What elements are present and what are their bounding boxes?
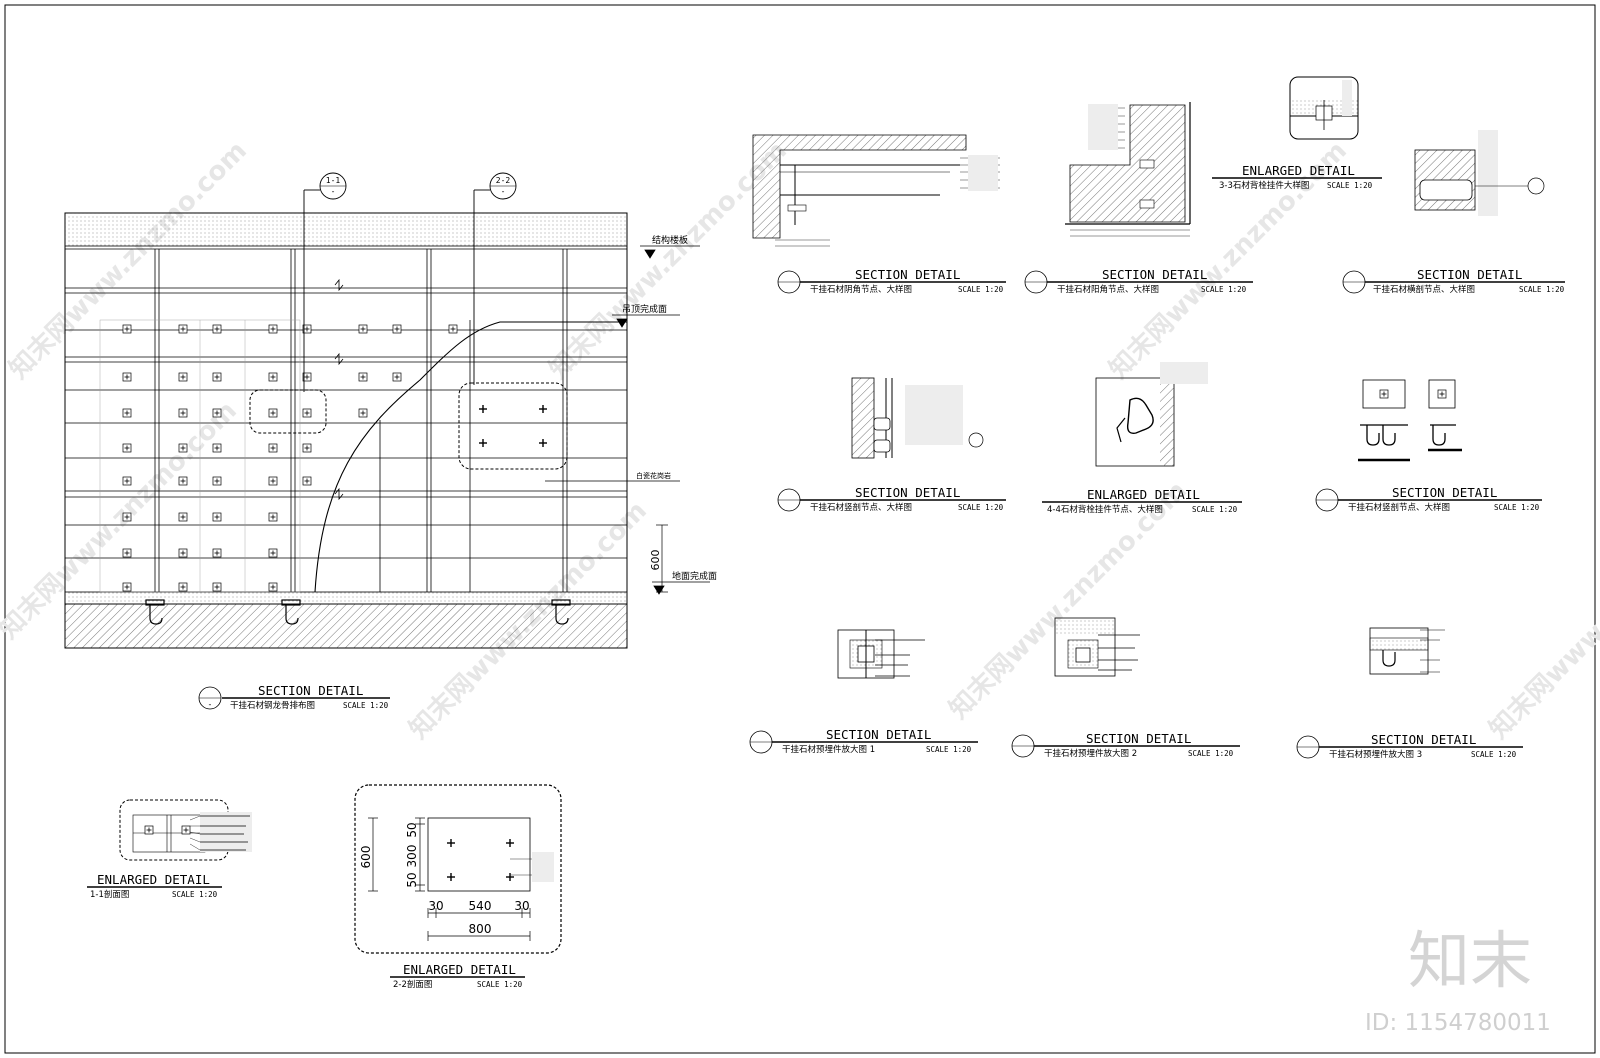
detail-caption-inner-corner: SECTION DETAIL 干挂石材阴角节点、大样图 SCALE 1:20 <box>777 267 1006 295</box>
caption-title: SECTION DETAIL <box>258 683 363 698</box>
caption-title: SECTION DETAIL <box>826 727 931 742</box>
caption-subtitle: 3-3石材背栓挂件大样图 <box>1219 180 1309 191</box>
caption-scale: SCALE 1:20 <box>1519 285 1565 294</box>
watermark-id: ID: 1154780011 <box>1365 1010 1551 1036</box>
label-ceiling-finish: 吊顶完成面 <box>622 303 667 315</box>
detail-embedded-part-3-drawing <box>1369 627 1445 675</box>
detail-caption-horizontal-section: SECTION DETAIL 干挂石材横剖节点、大样图 SCALE 1:20 <box>1342 267 1565 295</box>
main-section-caption: - SECTION DETAIL 干挂石材钢龙骨排布图 SCALE 1:20 <box>198 683 390 711</box>
detail-embedded-part-2-drawing <box>1054 617 1140 677</box>
dim-width-left: 30 <box>428 899 443 913</box>
caption-scale: SCALE 1:20 <box>343 701 389 710</box>
caption-title: SECTION DETAIL <box>1102 267 1207 282</box>
dim-height-total: 600 <box>359 846 373 869</box>
detail-2-2-caption: ENLARGED DETAIL 2-2剖面图 SCALE 1:20 <box>390 962 525 990</box>
detail-back-bolt-drawing <box>1289 76 1359 140</box>
detail-caption-outer-corner: SECTION DETAIL 干挂石材阳角节点、大样图 SCALE 1:20 <box>1024 267 1253 295</box>
section-tag-2-2: 2-2 <box>496 176 511 185</box>
caption-title: SECTION DETAIL <box>1371 732 1476 747</box>
caption-subtitle: 干挂石材竖剖节点、大样图 <box>810 502 912 513</box>
caption-subtitle: 干挂石材预埋件放大图 2 <box>1044 748 1137 759</box>
detail-horizontal-section-drawing <box>1414 130 1545 216</box>
caption-scale: SCALE 1:20 <box>1494 503 1540 512</box>
label-ceramic-tile: 白瓷花岗岩 <box>636 471 671 480</box>
dim-width-right: 30 <box>514 899 529 913</box>
watermark-text: 知末网www.znzmo.com <box>1484 496 1600 745</box>
caption-subtitle: 1-1剖面图 <box>90 889 129 900</box>
detail-caption-back-bolt: ENLARGED DETAIL 3-3石材背栓挂件大样图 SCALE 1:20 <box>1212 163 1382 191</box>
svg-text:-: - <box>501 187 506 196</box>
caption-scale: SCALE 1:20 <box>1327 181 1373 190</box>
caption-title: SECTION DETAIL <box>1417 267 1522 282</box>
caption-subtitle: 干挂石材预埋件放大图 3 <box>1329 749 1422 760</box>
caption-subtitle: 4-4石材背栓挂件节点、大样图 <box>1047 504 1163 515</box>
caption-scale: SCALE 1:20 <box>1471 750 1517 759</box>
caption-scale: SCALE 1:20 <box>958 285 1004 294</box>
caption-subtitle: 干挂石材预埋件放大图 1 <box>782 744 875 755</box>
caption-subtitle: 干挂石材横剖节点、大样图 <box>1373 284 1475 295</box>
detail-caption-4-4: ENLARGED DETAIL 4-4石材背栓挂件节点、大样图 SCALE 1:… <box>1042 487 1242 515</box>
caption-scale: SCALE 1:20 <box>958 503 1004 512</box>
caption-scale: SCALE 1:20 <box>1188 749 1234 758</box>
caption-scale: SCALE 1:20 <box>172 890 218 899</box>
caption-title: SECTION DETAIL <box>1086 731 1191 746</box>
dimension-600: 600 <box>649 550 662 571</box>
caption-title: SECTION DETAIL <box>1392 485 1497 500</box>
detail-caption-embedded-3: SECTION DETAIL 干挂石材预埋件放大图 3 SCALE 1:20 <box>1296 732 1523 760</box>
detail-caption-vertical-section: SECTION DETAIL 干挂石材竖剖节点、大样图 SCALE 1:20 <box>777 485 1006 513</box>
detail-2-2-drawing: 600 50 300 50 30 540 30 800 <box>354 784 562 954</box>
caption-subtitle: 干挂石材竖剖节点、大样图 <box>1348 502 1450 513</box>
detail-1-1-caption: ENLARGED DETAIL 1-1剖面图 SCALE 1:20 <box>87 872 222 900</box>
caption-scale: SCALE 1:20 <box>1201 285 1247 294</box>
svg-text:-: - <box>209 700 212 709</box>
caption-title: ENLARGED DETAIL <box>1242 163 1355 178</box>
dim-height-top: 50 <box>405 822 419 837</box>
caption-scale: SCALE 1:20 <box>477 980 523 989</box>
caption-subtitle: 干挂石材钢龙骨排布图 <box>230 700 315 711</box>
svg-text:-: - <box>331 187 336 196</box>
detail-embedded-part-1-drawing <box>837 629 925 679</box>
watermark-logo: 知末 <box>1408 924 1532 997</box>
dim-height-bottom: 50 <box>405 872 419 887</box>
section-tag-1-1: 1-1 <box>326 176 341 185</box>
watermark-text: 知末网www.znzmo.com <box>4 136 253 385</box>
detail-caption-embedded-2: SECTION DETAIL 干挂石材预埋件放大图 2 SCALE 1:20 <box>1011 731 1240 759</box>
detail-caption-vertical-profile: SECTION DETAIL 干挂石材竖剖节点、大样图 SCALE 1:20 <box>1315 485 1542 513</box>
caption-scale: SCALE 1:20 <box>926 745 972 754</box>
caption-subtitle: 干挂石材阳角节点、大样图 <box>1057 284 1159 295</box>
detail-vertical-profile-drawing <box>1358 379 1462 462</box>
dim-width-total: 800 <box>469 922 492 936</box>
dim-height-mid: 300 <box>405 845 419 868</box>
caption-scale: SCALE 1:20 <box>1192 505 1238 514</box>
detail-4-4-drawing <box>1095 362 1208 467</box>
caption-title: ENLARGED DETAIL <box>1087 487 1200 502</box>
detail-outer-corner-drawing <box>1065 102 1191 237</box>
caption-title: ENLARGED DETAIL <box>97 872 210 887</box>
caption-subtitle: 干挂石材阴角节点、大样图 <box>810 284 912 295</box>
detail-inner-corner-drawing <box>752 134 1000 247</box>
caption-subtitle: 2-2剖面图 <box>393 979 432 990</box>
label-structure-slab: 结构楼板 <box>652 234 688 246</box>
detail-vertical-section-drawing <box>851 377 984 459</box>
detail-caption-embedded-1: SECTION DETAIL 干挂石材预埋件放大图 1 SCALE 1:20 <box>749 727 978 755</box>
caption-title: SECTION DETAIL <box>855 267 960 282</box>
detail-1-1-drawing <box>119 799 252 861</box>
main-section-drawing: 1-1 - 2-2 - 结构楼板 吊顶完成面 白瓷花岗岩 地面完成面 600 <box>64 172 717 649</box>
caption-title: ENLARGED DETAIL <box>403 962 516 977</box>
label-floor-finish: 地面完成面 <box>672 570 717 582</box>
dim-width-mid: 540 <box>469 899 492 913</box>
caption-title: SECTION DETAIL <box>855 485 960 500</box>
